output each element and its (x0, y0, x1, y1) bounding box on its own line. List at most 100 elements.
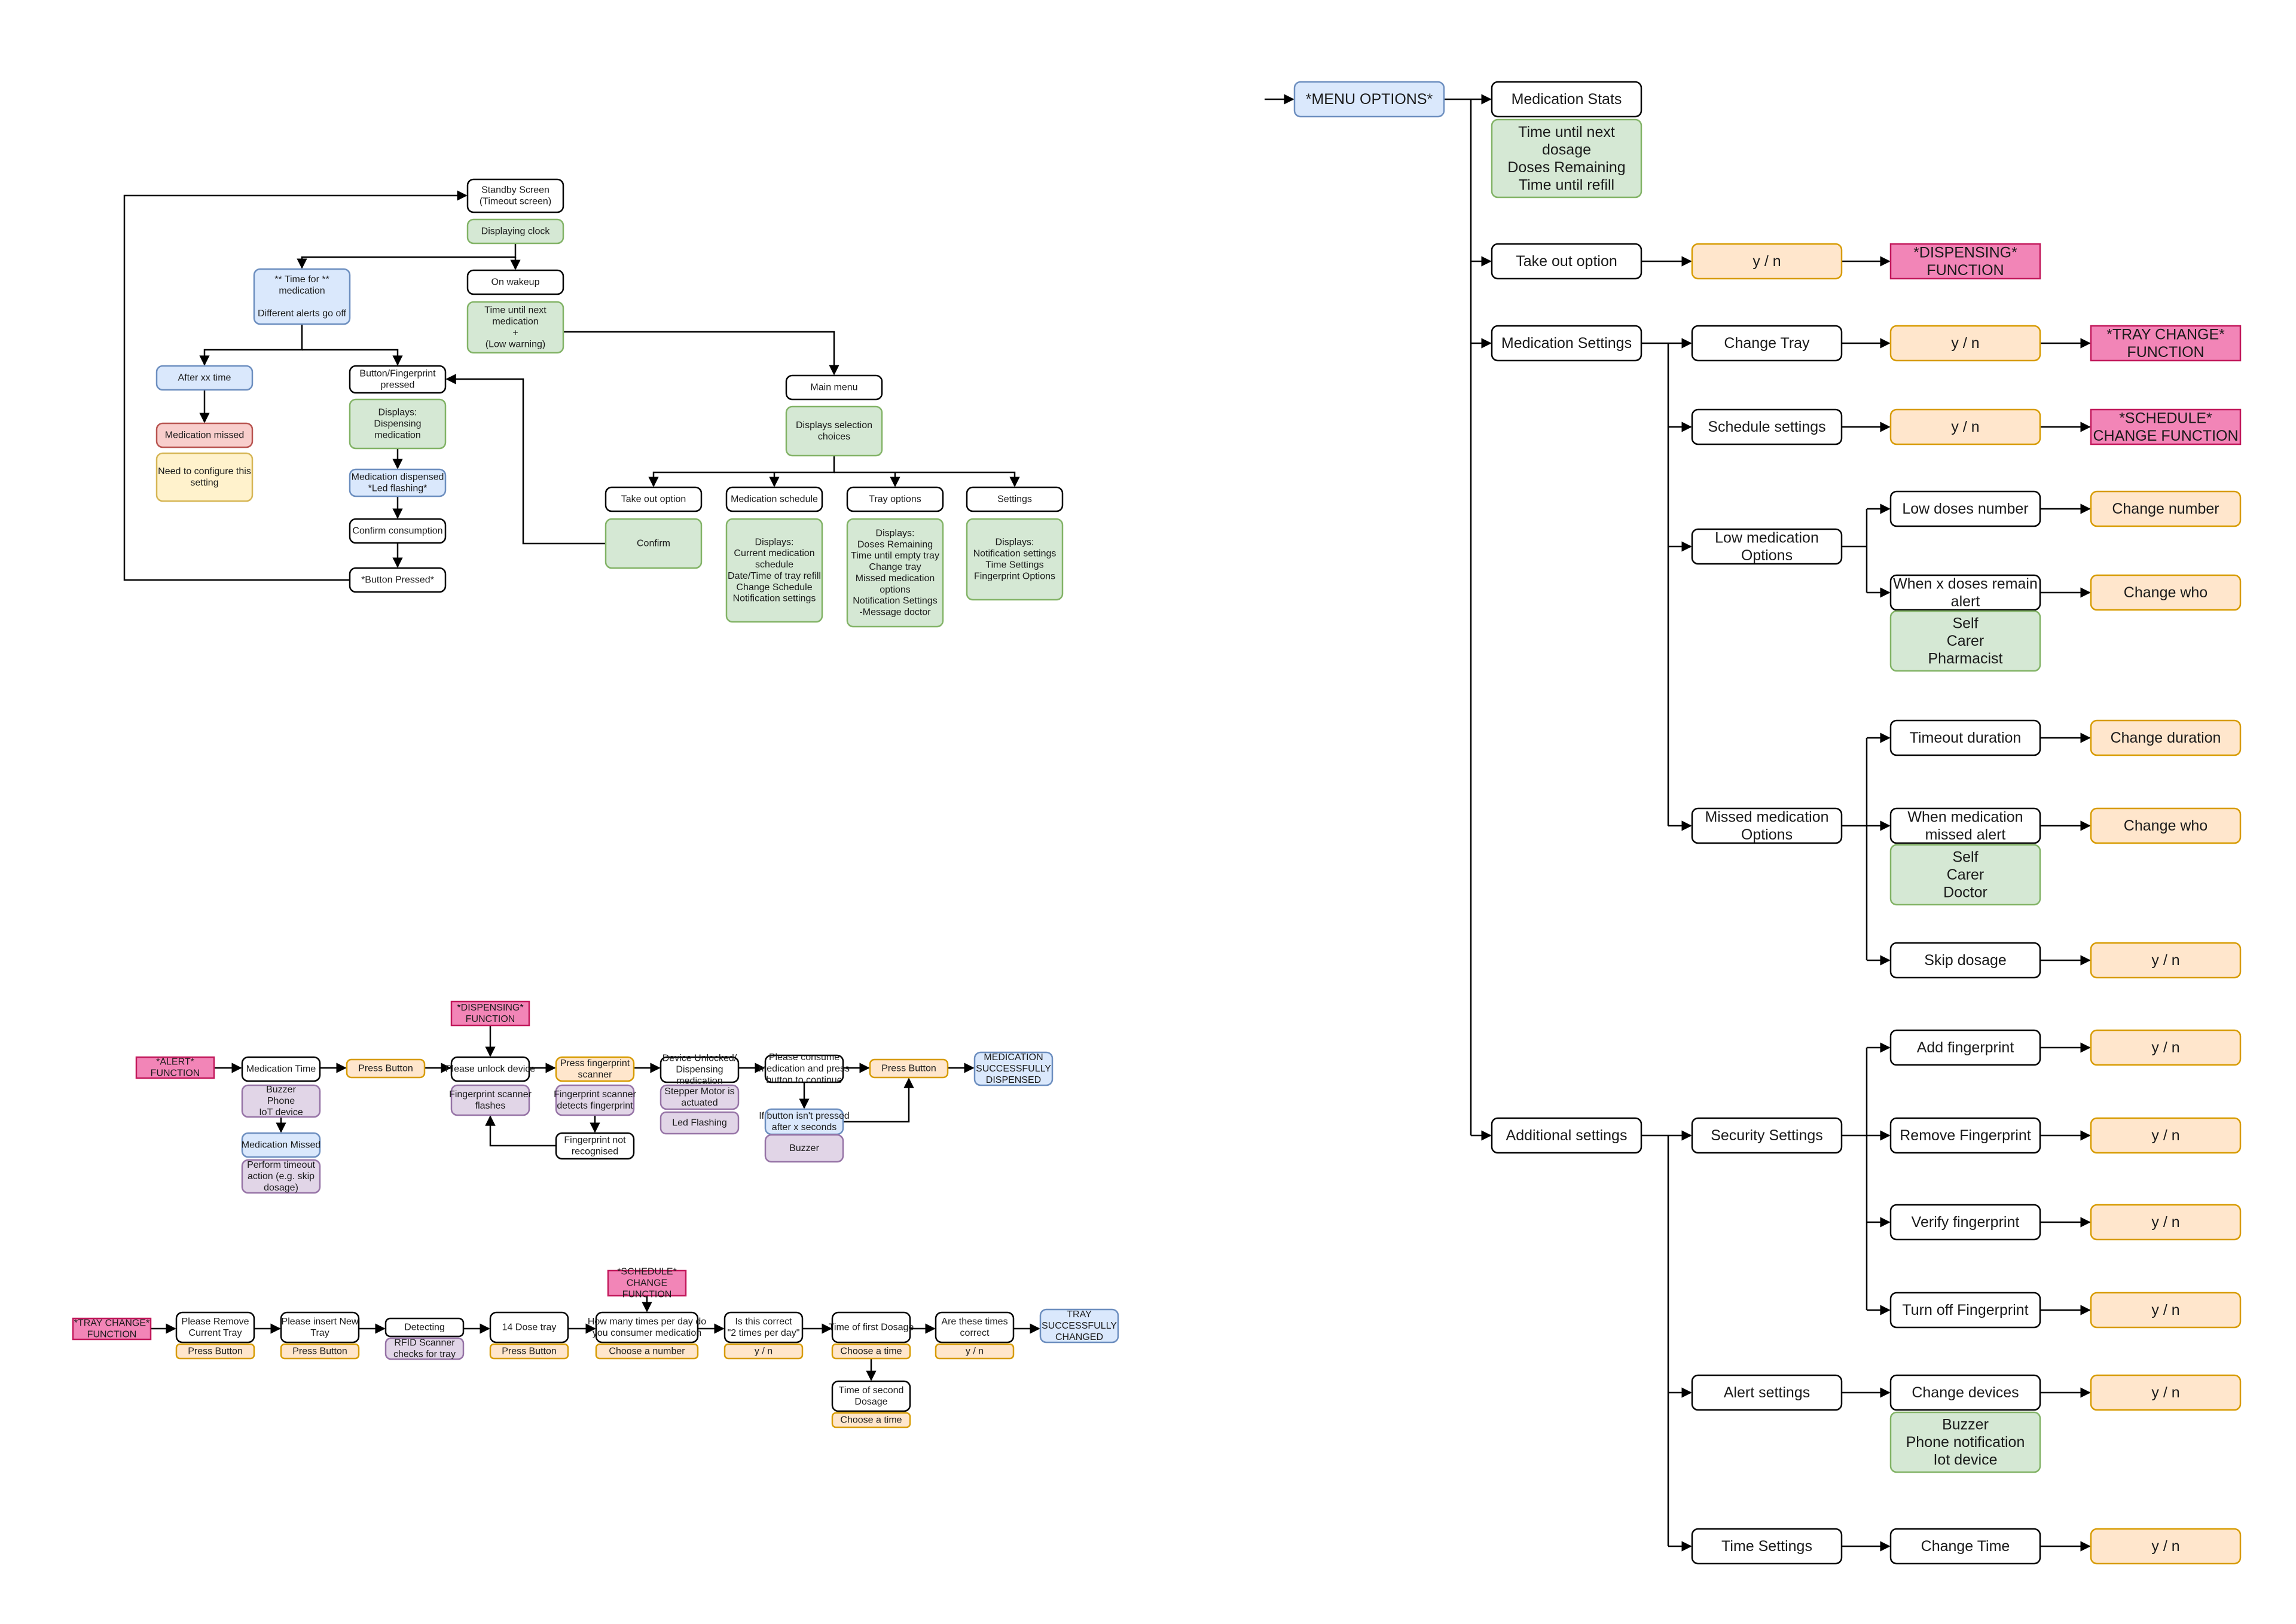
node-label-line: Timeout duration (1910, 729, 2022, 746)
node-label-line: Notification settings (973, 549, 1057, 559)
node-label-line: dosage (1542, 141, 1591, 158)
node-shape (2090, 408, 2242, 445)
node-label-line: Pharmacist (1928, 651, 2002, 667)
node-schedule-change-function: *SCHEDULE*CHANGE FUNCTION (2090, 408, 2242, 445)
node-tray-change-function: *TRAY CHANGE*FUNCTION (72, 1317, 152, 1341)
node-label-line: Options (1741, 826, 1793, 843)
node-label-line: CHANGE (627, 1278, 667, 1289)
node-change-number: Change number (2090, 490, 2242, 527)
node-shape (1889, 325, 2041, 362)
node-label-line: correct (960, 1328, 990, 1338)
node-label-line: Medication Stats (1512, 91, 1622, 108)
connector-arrow (648, 456, 835, 487)
node-shape (595, 1343, 699, 1360)
node-shape (607, 1269, 687, 1297)
node-label-line: Detecting (404, 1323, 445, 1333)
node-shape (2090, 325, 2242, 362)
node-label-line: ** Time for ** (274, 274, 329, 285)
node-label-line: Fingerprint scanner (554, 1089, 637, 1100)
node-label-line: Doses Remaining (1507, 159, 1625, 176)
node-shape (241, 1132, 321, 1158)
node-shape (660, 1056, 740, 1083)
node-label-line: Fingerprint scanner (449, 1089, 532, 1100)
node-turn-off-yn: y / n (2090, 1292, 2242, 1329)
connector-arrow (834, 471, 1020, 487)
node-change-time: Change Time (1889, 1528, 2041, 1565)
node-label-line: options (880, 585, 911, 595)
node-label-line: Low doses number (1902, 500, 2028, 517)
node-label-line: y / n (2151, 1538, 2179, 1555)
node-shape (1491, 1117, 1642, 1154)
node-label-line: after x seconds (772, 1122, 837, 1132)
node-schedule-settings: Schedule settings (1691, 408, 1843, 445)
node-label-line: y / n (1951, 335, 1979, 352)
node-time-settings: Time Settings (1691, 1528, 1843, 1565)
node-shape (349, 518, 447, 544)
node-label-line: (Low warning) (486, 339, 545, 349)
node-label-line: Choose a time (840, 1415, 902, 1425)
node-shape (1889, 844, 2041, 906)
node-label-line: FUNCTION (2127, 344, 2204, 361)
node-label-line: Change who (2124, 817, 2208, 834)
node-shape (831, 1343, 911, 1360)
connector-arrow (843, 1077, 914, 1123)
node-label-line: Is this correct (735, 1317, 792, 1327)
node-label-line: Schedule settings (1708, 419, 1825, 435)
node-take-out-yn: y / n (1691, 243, 1843, 280)
node-label-line: Confirm consumption (352, 526, 442, 536)
node-label-line: *SCHEDULE* (2119, 410, 2212, 426)
node-label-line: Displays: (876, 528, 915, 538)
node-shape (660, 1111, 740, 1135)
node-label-line: button to continue (766, 1075, 842, 1085)
node-label-line: Led Flashing (672, 1118, 727, 1128)
node-shape (1691, 1374, 1843, 1411)
node-label-line: Self (1952, 615, 1978, 632)
node-shape (966, 518, 1064, 601)
node-shape (489, 1311, 569, 1344)
node-tray-options: Tray options (846, 486, 944, 512)
node-shape (241, 1084, 321, 1118)
node-label-line: Medication Time (246, 1064, 316, 1074)
node-label-line: schedule (755, 560, 793, 570)
node-medication-missed: Medication missed (155, 422, 254, 448)
node-label-line: flashes (475, 1101, 506, 1111)
node-label-line: y / n (2151, 1384, 2179, 1401)
node-shape (466, 301, 564, 354)
node-label-line: Options (1741, 547, 1793, 564)
node-shape (1491, 118, 1642, 199)
node-label-line: alert (1951, 593, 1980, 610)
node-medication-time: Medication Time (241, 1056, 321, 1082)
node-label-line: Tray options (869, 494, 921, 505)
node-shape (384, 1337, 465, 1360)
node-shape (135, 1056, 215, 1079)
node-label-line: y / n (755, 1347, 773, 1357)
node-shape (831, 1380, 911, 1412)
node-times-correct-yn: y / n (935, 1343, 1015, 1360)
node-label-line: Displaying clock (481, 227, 551, 237)
node-label-line: Time Settings (985, 560, 1043, 570)
node-label-line: Carer (1947, 866, 1984, 883)
node-shape (1889, 243, 2041, 280)
node-label-line: Turn off Fingerprint (1902, 1302, 2028, 1318)
connector-arrow (485, 1115, 556, 1147)
node-label-line: Missed medication (856, 573, 935, 584)
node-shape (1889, 1117, 2041, 1154)
node-shape (723, 1343, 804, 1360)
node-label-line: FUNCTION (466, 1014, 515, 1024)
node-shape (555, 1084, 635, 1116)
node-menu-options: *MENU OPTIONS* (1293, 81, 1445, 118)
node-label-line: Settings (997, 494, 1032, 505)
node-label-line: Change number (2112, 500, 2219, 517)
node-change-who-1: Change who (2090, 574, 2242, 611)
node-label-line: medication and press (759, 1064, 850, 1074)
node-label-line: *Led flashing* (368, 483, 428, 493)
node-label-line: Press Button (188, 1347, 243, 1357)
node-label-line: FUNCTION (622, 1289, 672, 1299)
node-shape (2090, 574, 2242, 611)
